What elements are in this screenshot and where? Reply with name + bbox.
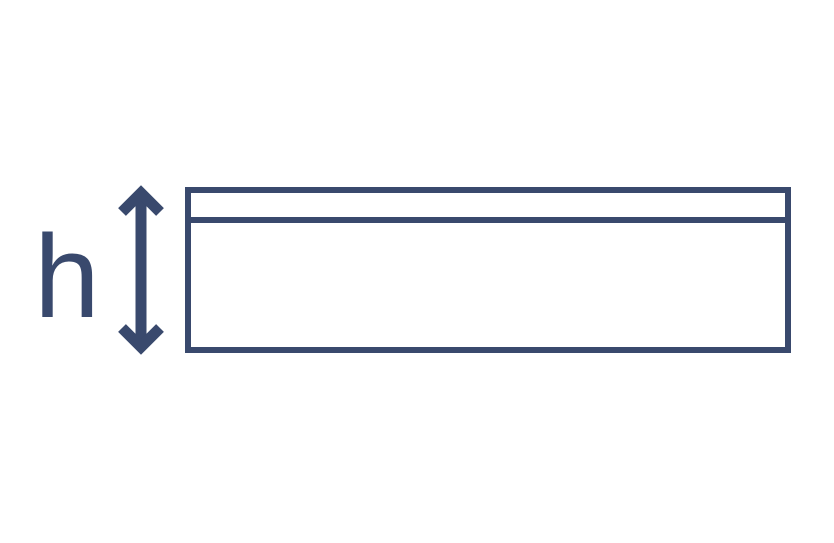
arrow-up-head — [118, 185, 164, 216]
height-dimension-label: h — [34, 211, 100, 343]
double-headed-vertical-arrow-icon — [118, 185, 164, 355]
arrow-down-head — [118, 324, 164, 355]
slab-outline-rect — [185, 187, 791, 353]
